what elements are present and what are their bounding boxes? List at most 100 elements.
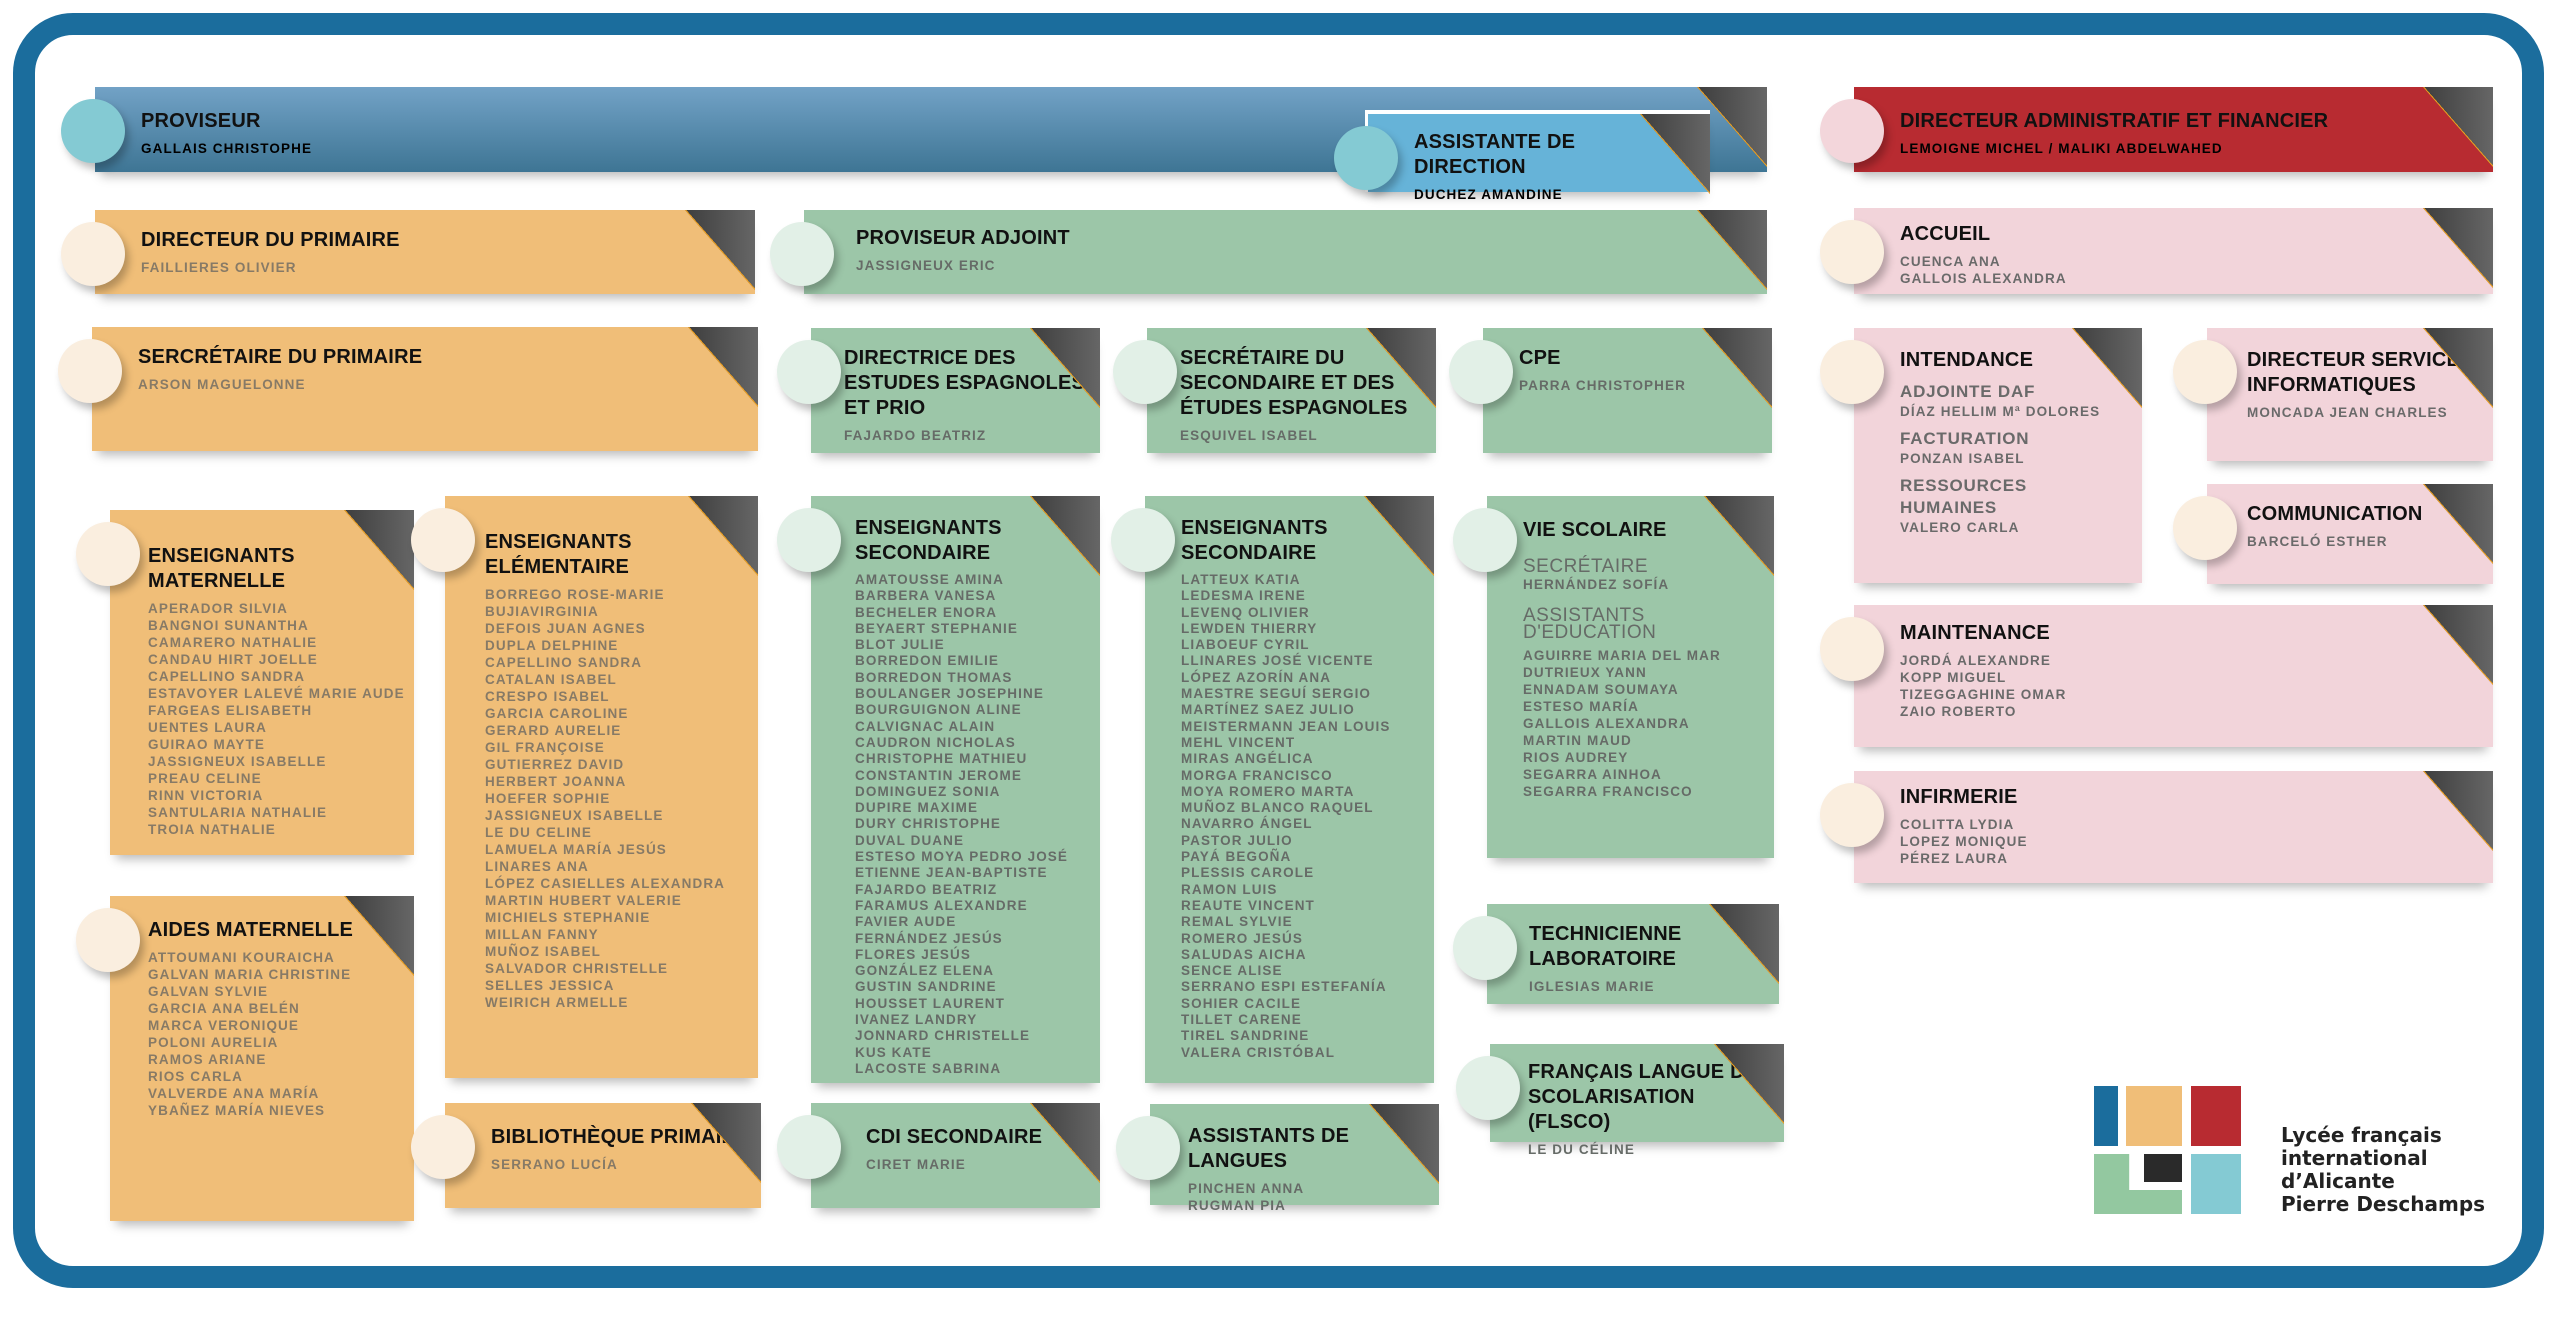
names-list: MONCADA JEAN CHARLES [2247, 404, 2483, 421]
person-name: SEGARRA FRANCISCO [1523, 784, 1693, 799]
person-name: LE DU CÉLINE [1528, 1142, 1635, 1157]
person-name: PONZAN ISABEL [1900, 451, 2025, 466]
person-name: SALUDAS AICHA [1181, 946, 1307, 962]
person-name: LE DU CELINE [485, 825, 592, 840]
person-name: ESTESO MARÍA [1523, 699, 1639, 714]
person-name: GUSTIN SANDRINE [855, 979, 997, 995]
person-name: BORREGO ROSE-MARIE [485, 587, 665, 602]
bullet-circle-icon [76, 908, 140, 972]
card-title: BIBLIOTHÈQUE PRIMAIRE [491, 1126, 750, 1148]
bullet-circle-icon [1820, 340, 1884, 404]
section-label: ADJOINTE DAF [1900, 382, 2036, 401]
person-name: BLOT JULIE [855, 637, 945, 653]
person-name: BEYAERT STEPHANIE [855, 620, 1018, 636]
person-name: DOMINGUEZ SONIA [855, 783, 1001, 799]
person-name: LEDESMA IRENE [1181, 588, 1306, 604]
person-name: TIZEGGAGHINE OMAR [1900, 687, 2067, 702]
bullet-circle-icon [777, 508, 841, 572]
person-name: CAUDRON NICHOLAS [855, 734, 1016, 750]
person-name: IVANEZ LANDRY [855, 1012, 978, 1028]
card-title: MAINTENANCE [1900, 622, 2050, 644]
card-title: SERCRÉTAIRE DU PRIMAIRE [138, 346, 423, 368]
person-name: APERADOR SILVIA [148, 601, 289, 616]
person-name: GERARD AURELIE [485, 723, 622, 738]
person-name: BOURGUIGNON ALINE [855, 702, 1022, 718]
person-name: BARBERA VANESA [855, 588, 997, 604]
person-name: ESTESO MOYA PEDRO JOSÉ [855, 849, 1069, 865]
card-services-informatiques: DIRECTEUR SERVICES INFORMATIQUES MONCADA … [2173, 328, 2493, 461]
person-name: HOEFER SOPHIE [485, 791, 611, 806]
person-name: CUENCA ANA [1900, 254, 2001, 269]
person-name: SALVADOR CHRISTELLE [485, 961, 669, 976]
person-name: DUPLA DELPHINE [485, 638, 619, 653]
person-name: GALLOIS ALEXANDRA [1523, 716, 1690, 731]
person-name: CRESPO ISABEL [485, 689, 610, 704]
school-logo [2094, 1086, 2244, 1216]
person-name: GUTIERREZ DAVID [485, 757, 625, 772]
person-name: DUCHEZ AMANDINE [1414, 187, 1563, 202]
person-name: MARTIN MAUD [1523, 733, 1632, 748]
names-list: SERRANO LUCÍA [491, 1156, 751, 1173]
names-list: IGLESIAS MARIE [1529, 978, 1769, 995]
person-name: LEWDEN THIERRY [1181, 620, 1318, 636]
bullet-circle-icon [1113, 340, 1177, 404]
person-name: AMATOUSSE AMINA [855, 572, 1005, 587]
person-name: ATTOUMANI KOURAICHA [148, 950, 335, 965]
person-name: CALVIGNAC ALAIN [855, 718, 996, 734]
person-name: MEISTERMANN JEAN LOUIS [1181, 718, 1391, 734]
card-title: DIRECTEUR SERVICES INFORMATIQUES [2247, 349, 2474, 396]
card-title: ENSEIGNANTS SECONDAIRE [1181, 517, 1328, 564]
bullet-circle-icon [1456, 1056, 1520, 1120]
person-name: GONZÁLEZ ELENA [855, 963, 995, 979]
person-name: DURY CHRISTOPHE [855, 816, 1002, 832]
person-name: FAJARDO BEATRIZ [855, 881, 998, 897]
person-name: HERNÁNDEZ SOFÍA [1523, 577, 1670, 592]
person-name: CANDAU HIRT JOELLE [148, 652, 318, 667]
bullet-circle-icon [2173, 496, 2237, 560]
person-name: MARTÍNEZ SAEZ JULIO [1181, 702, 1355, 718]
person-name: RIOS CARLA [148, 1069, 243, 1084]
person-name: FAILLIERES OLIVIER [141, 260, 297, 275]
bullet-circle-icon [1820, 220, 1884, 284]
person-name: SOHIER CACILE [1181, 995, 1302, 1011]
bullet-circle-icon [770, 222, 834, 286]
card-title: PROVISEUR ADJOINT [856, 227, 1070, 249]
bullet-circle-icon [1449, 340, 1513, 404]
person-name: ROMERO JESÚS [1181, 930, 1303, 946]
person-name: MARCA VERONIQUE [148, 1018, 300, 1033]
person-name: PARRA CHRISTOPHER [1519, 378, 1686, 393]
logo-blue-block [2094, 1086, 2118, 1146]
person-name: CATALAN ISABEL [485, 672, 617, 687]
person-name: GALLAIS CHRISTOPHE [141, 141, 313, 156]
bullet-circle-icon [411, 1115, 475, 1179]
person-name: BARCELÓ ESTHER [2247, 534, 2388, 549]
person-name: REAUTE VINCENT [1181, 897, 1315, 913]
person-name: RIOS AUDREY [1523, 750, 1629, 765]
names-list: LEMOIGNE MICHEL / MALIKI ABDELWAHED [1900, 140, 2473, 157]
person-name: RUGMAN PIA [1188, 1198, 1286, 1213]
person-name: LEMOIGNE MICHEL / MALIKI ABDELWAHED [1900, 141, 2223, 156]
person-name: MUÑOZ BLANCO RAQUEL [1181, 800, 1374, 816]
person-name: ENNADAM SOUMAYA [1523, 682, 1679, 697]
names-list: JASSIGNEUX ERIC [856, 257, 1747, 274]
person-name: LEVENQ OLIVIER [1181, 604, 1310, 620]
person-name: MEHL VINCENT [1181, 734, 1296, 750]
person-name: LAMUELA MARÍA JESÚS [485, 842, 667, 857]
school-name-line: d’Alicante [2281, 1169, 2395, 1193]
bullet-circle-icon [1820, 617, 1884, 681]
person-name: WEIRICH ARMELLE [485, 995, 629, 1010]
person-name: GARCIA ANA BELÉN [148, 1001, 300, 1016]
bullet-circle-icon [76, 522, 140, 586]
